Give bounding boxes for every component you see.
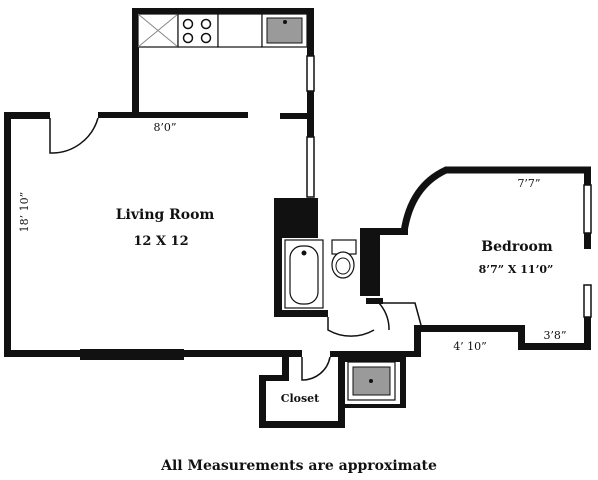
walls <box>4 8 591 428</box>
entry-door <box>49 117 99 154</box>
bathroom <box>284 239 357 309</box>
living-height-dim: 18’ 10” <box>18 192 31 233</box>
living-room-size: 12 X 12 <box>133 234 188 249</box>
bedroom-label: Bedroom <box>481 239 553 255</box>
bedroom-top-dim: 7’7” <box>517 177 540 190</box>
bedroom-bottom-dim: 4’ 10” <box>453 340 487 353</box>
living-room-label: Living Room <box>116 207 215 223</box>
living-width-dim: 8’0” <box>153 121 176 134</box>
bedroom-door <box>379 302 422 326</box>
bedroom-window-lower <box>583 284 592 318</box>
bedroom-window-upper <box>583 184 592 234</box>
bedroom-size: 8’7” X 11’0” <box>479 263 554 276</box>
counter-icon <box>217 13 263 48</box>
closet-label: Closet <box>281 392 320 405</box>
kitchen <box>137 13 308 48</box>
bathroom-door <box>327 317 375 337</box>
bedroom-right-dim: 3’8” <box>543 329 566 342</box>
windows <box>306 55 592 318</box>
kitchen-window <box>306 55 315 92</box>
measurement-disclaimer: All Measurements are approximate <box>161 458 437 474</box>
closet-door <box>301 356 331 381</box>
range-icon <box>177 13 219 48</box>
bedroom-curved-wall <box>400 166 591 233</box>
living-window <box>306 136 315 198</box>
bedroom-door-arc <box>378 302 390 331</box>
doors <box>49 117 422 381</box>
closet-sink <box>347 361 396 401</box>
